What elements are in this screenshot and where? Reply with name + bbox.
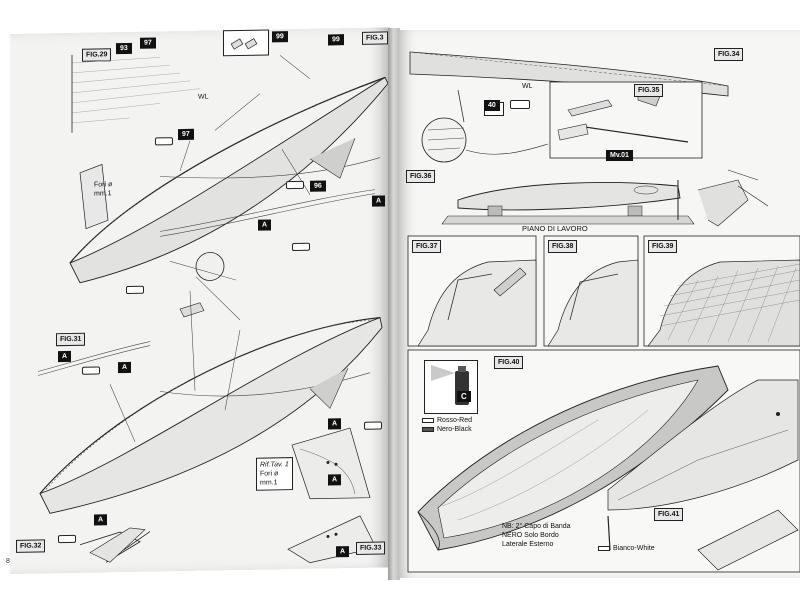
plank-box-99	[223, 29, 269, 57]
part-tag-a: A	[336, 546, 350, 558]
part-tag-a: A	[328, 418, 342, 430]
legend-white: Bianco-White	[613, 545, 655, 552]
paint-letter: C	[457, 391, 471, 402]
part-tag-a: A	[328, 474, 342, 486]
right-page-drawings	[407, 51, 800, 573]
part-plank-icon	[155, 137, 173, 146]
piano-di-lavoro-label: PIANO DI LAVORO	[522, 224, 588, 233]
legend-red: Rosso-Red	[437, 417, 473, 424]
fig38-label: FIG.38	[548, 240, 578, 253]
white-legend: Bianco-White	[598, 544, 655, 553]
part-tag-a: A	[372, 195, 386, 207]
fig39-label: FIG.39	[648, 240, 678, 253]
fig35-label: FIG.35	[634, 84, 664, 97]
part-tag-96: 96	[310, 180, 326, 192]
waterline-label: WL	[198, 93, 209, 101]
fig36-label: FIG.36	[406, 170, 436, 183]
left-page-drawings	[37, 54, 389, 564]
part-tag-a: A	[118, 361, 132, 374]
paint-spray-box: C	[424, 360, 478, 414]
white-swatch	[598, 546, 610, 551]
fig32-label: FIG.32	[16, 539, 46, 553]
waterline-label: WL	[522, 83, 533, 90]
part-plank-icon	[510, 100, 530, 109]
fig40-label: FIG.40	[494, 356, 524, 369]
red-swatch	[422, 418, 434, 423]
part-plank-icon	[286, 180, 304, 190]
book-gutter	[388, 28, 400, 580]
spray-can-icon	[431, 365, 469, 405]
plank-pieces-icon	[230, 38, 258, 50]
part-plank-icon	[82, 366, 100, 375]
part-tag-mv01: Mv.01	[606, 150, 633, 161]
left-page: FIG.29 93 97 99 99 FIG.3	[10, 27, 390, 575]
black-swatch	[422, 427, 434, 432]
right-page: FIG.34 WL 40 FIG.35 Mv.01 FIG.36 PIANO D…	[398, 30, 800, 578]
part-plank-icon	[364, 421, 382, 430]
part-tag-97b: 97	[178, 128, 194, 141]
part-tag-a: A	[258, 219, 272, 231]
fori-note-1: Fori ø mm.1	[94, 181, 113, 198]
fig33-label: FIG.33	[356, 541, 386, 555]
part-tag-a: A	[94, 514, 108, 526]
paint-legend: Rosso-Red Nero-Black	[422, 416, 472, 434]
part-tag-40: 40	[484, 100, 500, 111]
part-plank-icon	[292, 242, 310, 252]
fig31-label: FIG.31	[56, 332, 86, 347]
fig34-label: FIG.34	[714, 48, 744, 61]
legend-black: Nero-Black	[437, 426, 472, 433]
part-tag-a: A	[58, 350, 72, 363]
fig37-label: FIG.37	[412, 240, 442, 253]
nb-note: NB: 2° Capo di Banda NERO Solo Bordo Lat…	[502, 523, 571, 548]
part-plank-icon	[58, 534, 76, 544]
fig41-label: FIG.41	[654, 508, 684, 521]
page-number: 8	[6, 558, 10, 565]
part-plank-icon	[126, 285, 144, 294]
rif-note: Rif.Tav. 1 Fori ø mm.1	[256, 457, 293, 491]
